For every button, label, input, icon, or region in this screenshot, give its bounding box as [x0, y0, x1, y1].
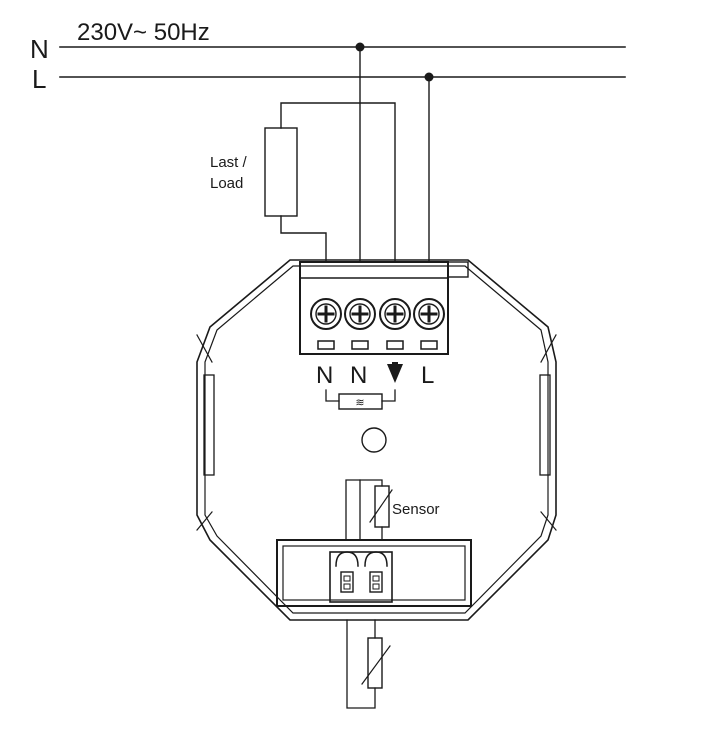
internal-sensor	[345, 479, 393, 541]
load-output-arrow-icon	[387, 362, 403, 383]
heating-symbol-icon: ≋	[355, 397, 364, 409]
terminal-label-n1: N	[316, 362, 333, 389]
internal-heating-element	[325, 389, 396, 410]
terminal-label-n2: N	[350, 362, 367, 389]
live-line-label: L	[32, 64, 46, 94]
load-label-line2: Load	[210, 175, 243, 192]
sensor-label: Sensor	[392, 501, 440, 518]
terminal-screw-3	[379, 298, 411, 330]
terminal-screw-1	[310, 298, 342, 330]
load-label-line1: Last /	[210, 154, 248, 171]
external-floor-sensor	[346, 619, 391, 709]
terminal-slots	[317, 340, 438, 350]
terminal-screw-4	[413, 298, 445, 330]
supply-voltage-label: 230V~ 50Hz	[77, 19, 210, 46]
indicator-led	[361, 427, 387, 453]
terminal-label-l: L	[421, 362, 434, 389]
main-terminal-block	[299, 261, 469, 355]
load-resistor	[264, 102, 396, 263]
neutral-line-label: N	[30, 34, 49, 64]
device-housing	[196, 259, 557, 621]
terminal-screw-2	[344, 298, 376, 330]
sensor-terminal-block	[276, 539, 472, 607]
